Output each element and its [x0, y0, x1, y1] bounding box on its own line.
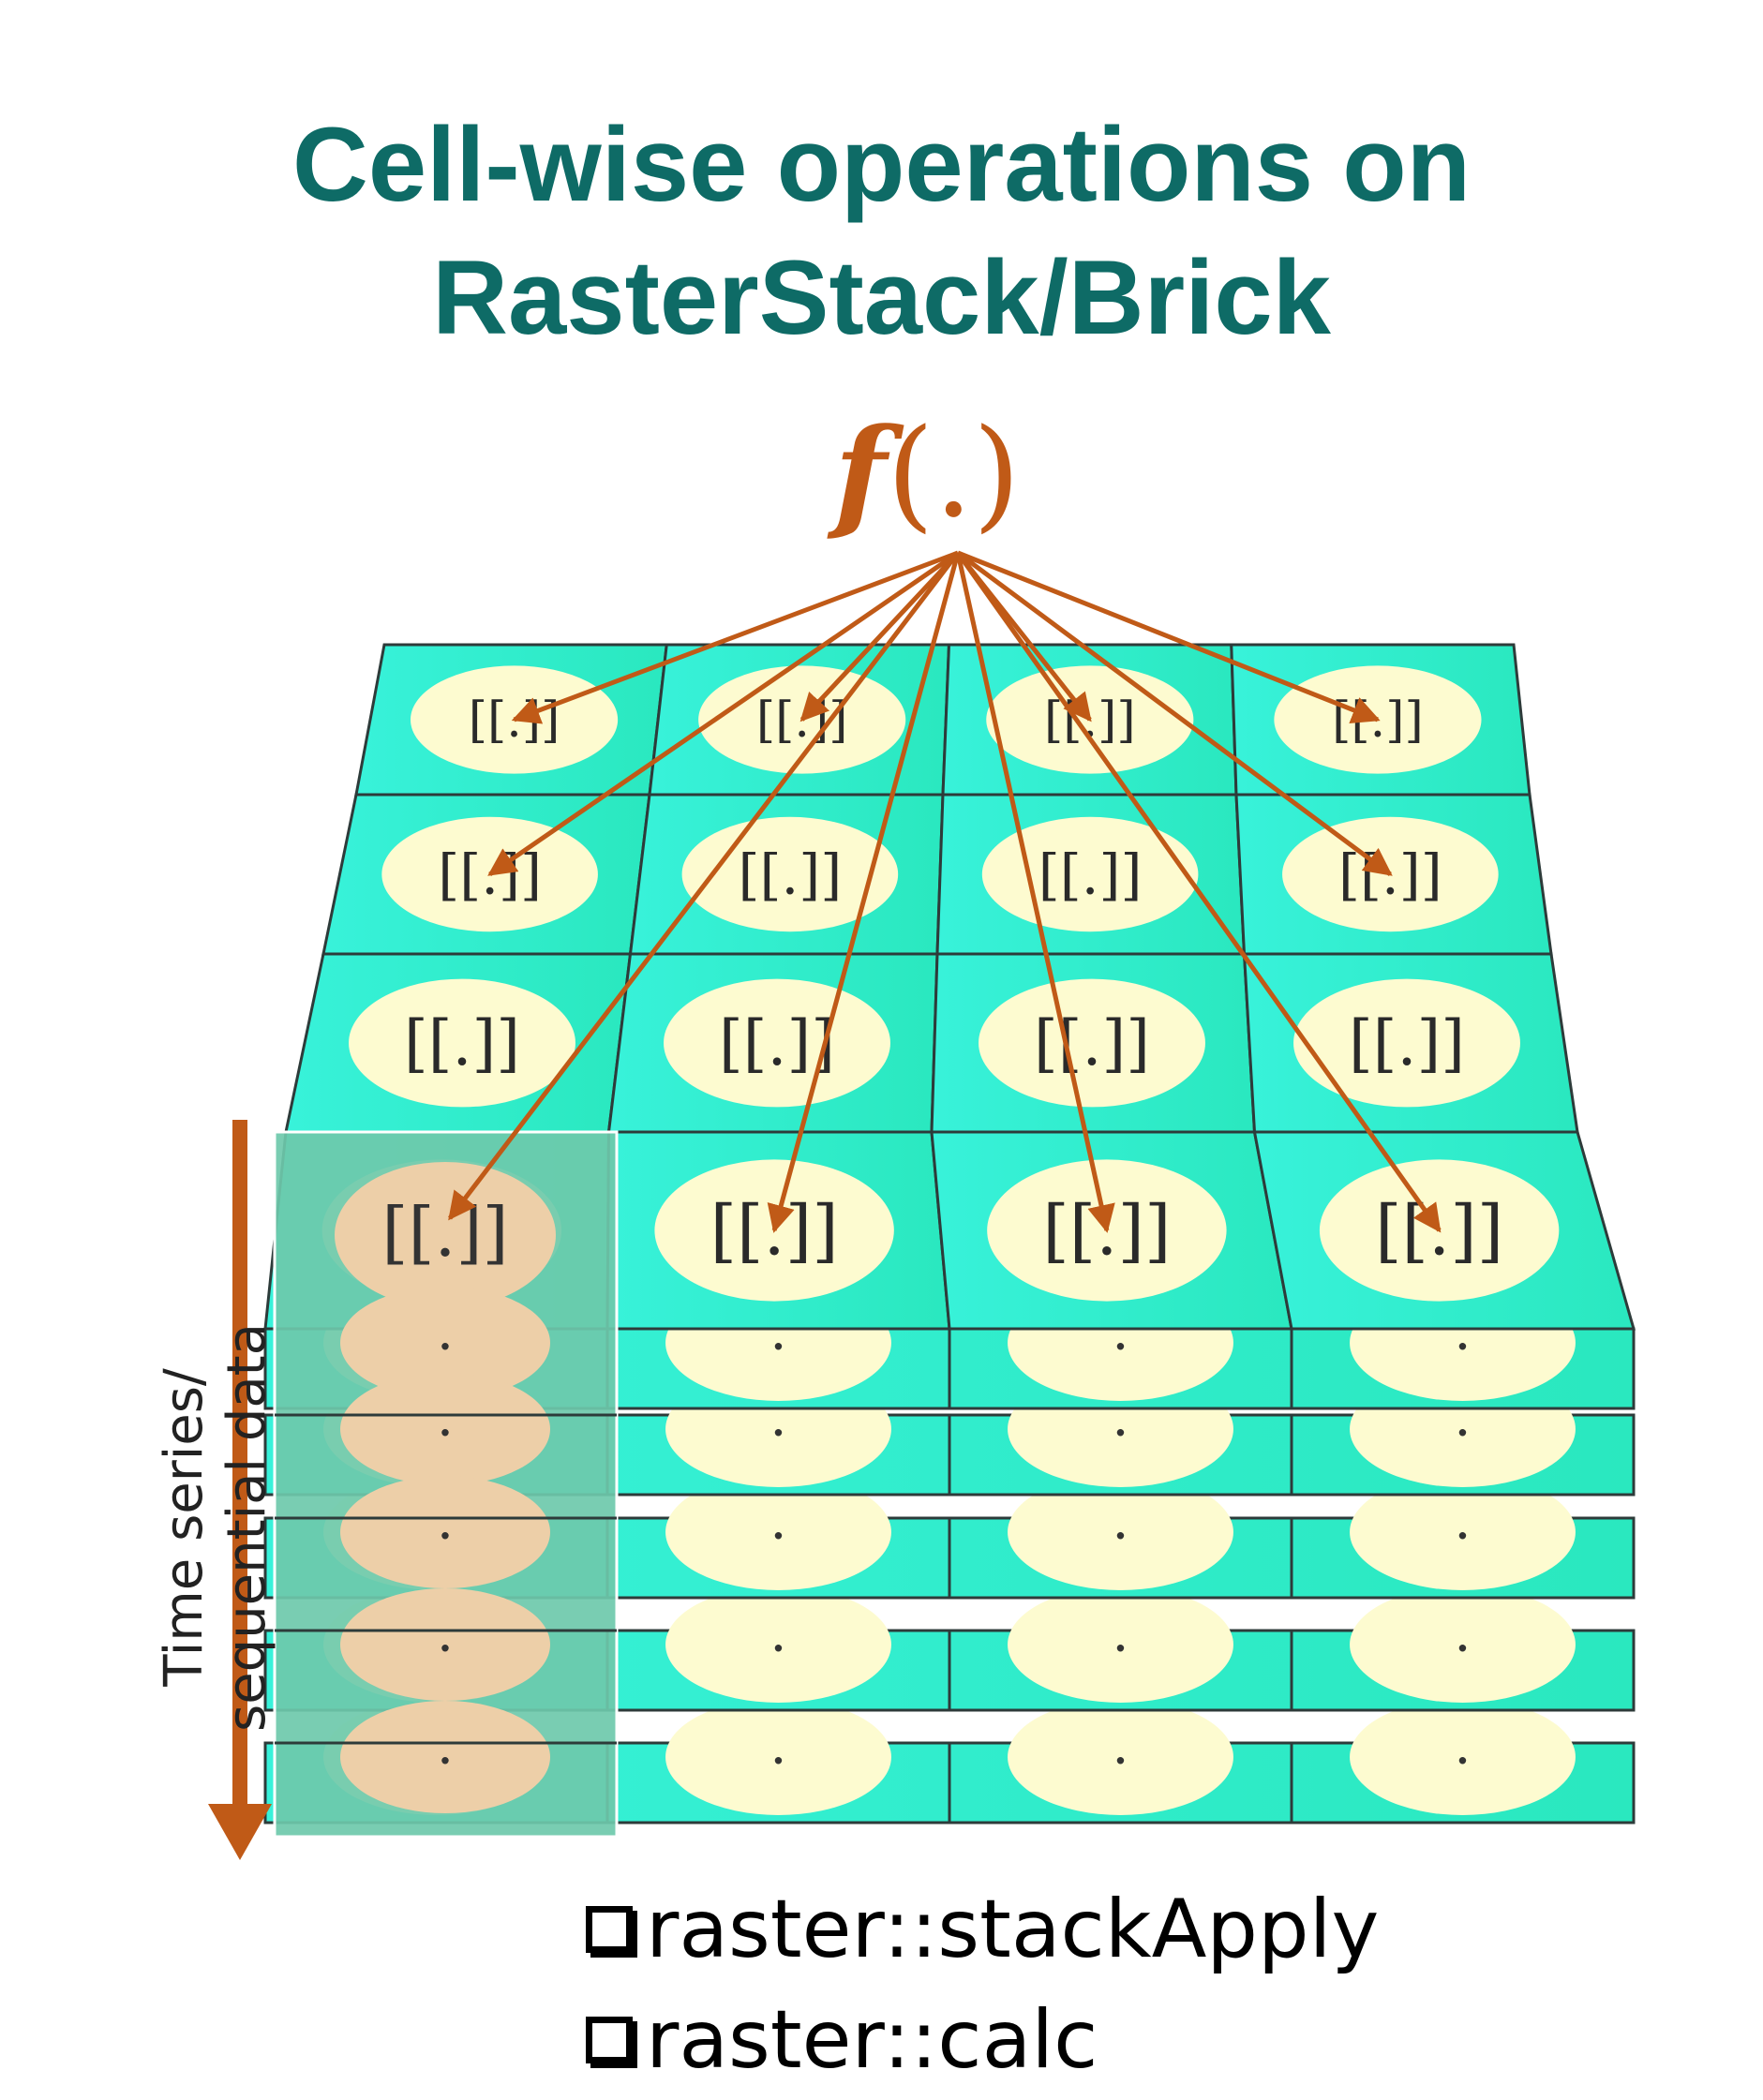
raster-cell: [[.]]	[930, 952, 1257, 1134]
cell-label: [[.]]	[1034, 1007, 1150, 1080]
function-arrow	[955, 551, 1442, 1233]
layer-cell-ellipse	[1008, 1699, 1233, 1815]
checkbox-icon	[586, 2017, 633, 2063]
cell-label: [[.]]	[1038, 842, 1143, 907]
cell-label: [[.]]	[710, 1192, 839, 1272]
title-line-2: RasterStack/Brick	[432, 239, 1331, 356]
raster-cell: [[.]]	[354, 643, 668, 797]
time-series-arrow-head	[208, 1804, 272, 1860]
layer-cell-label: .	[1114, 1401, 1128, 1445]
cell-ellipse	[979, 978, 1205, 1108]
highlight-layer-ellipse	[340, 1287, 550, 1399]
layer-cell-label: .	[1457, 1616, 1470, 1661]
function-name: raster::stackApply	[646, 1883, 1380, 1976]
title-line-1: Cell-wise operations on	[291, 106, 1472, 223]
function-arrow	[957, 550, 1381, 723]
layer-cell-label: .	[1457, 1504, 1470, 1548]
function-args: (.)	[886, 402, 1021, 544]
cell-label: [[.]]	[738, 842, 842, 907]
top-raster-grid: [[.]] [[.]] [[.]] [[.]] [[.]] [[.]] [[.]] [[.]]…	[263, 643, 1636, 1331]
cell-label: [[.]]	[1349, 1007, 1465, 1080]
layer-cell-ellipse	[1350, 1474, 1576, 1590]
raster-cell: [[.]]	[1234, 793, 1553, 956]
cell-label: [[.]]	[719, 1007, 835, 1080]
layer-cell-label: .	[1114, 1616, 1128, 1661]
layer-cell-ellipse	[665, 1474, 891, 1590]
layer-cell-label: .	[772, 1504, 785, 1548]
highlighted-pixel-column: [[.]].....	[273, 1130, 619, 1839]
layer-cell-label: .	[1114, 1504, 1128, 1548]
layer-cell-label: .	[1457, 1729, 1470, 1773]
highlight-layer-label: .	[439, 1616, 452, 1661]
layer-cell-ellipse	[665, 1586, 891, 1703]
raster-cell: [[.]]	[935, 793, 1247, 956]
cell-ellipse	[349, 978, 575, 1108]
cell-label: [[.]]	[1338, 842, 1442, 907]
layer-cell-ellipse	[665, 1699, 891, 1815]
layer-cell-ellipse	[1008, 1586, 1233, 1703]
function-arrow	[767, 552, 961, 1233]
raster-cell: [[.]]	[628, 793, 945, 956]
highlight-layer-ellipse	[340, 1701, 550, 1813]
function-arrows	[448, 550, 1442, 1233]
layer-cell-label: .	[772, 1729, 785, 1773]
highlight-layer-ellipse	[340, 1476, 550, 1588]
cell-label: [[.]]	[756, 693, 848, 749]
cell-label: [[.]]	[1042, 1192, 1171, 1272]
raster-cell: [[.]]	[1242, 952, 1579, 1134]
function-name: raster::calc	[646, 1993, 1098, 2087]
time-series-label-line-2: sequential data	[217, 1323, 277, 1732]
layer-cell-label: .	[1114, 1729, 1128, 1773]
highlight-layer-ellipse	[340, 1373, 550, 1485]
time-series-label-line-1: Time series/	[153, 1368, 215, 1687]
layer-cell-ellipse	[1350, 1586, 1576, 1703]
raster-cell: [[.]]	[605, 1130, 951, 1331]
raster-cell: [[.]]	[648, 643, 951, 797]
raster-cell: [[.]]	[1252, 1130, 1636, 1331]
raster-cell: [[.]]	[321, 793, 651, 956]
raster-cell: [[.]]	[606, 952, 939, 1134]
highlight-layer-label: .	[439, 1729, 452, 1773]
time-series-label: Time series/ sequential data	[153, 1246, 278, 1809]
function-arrow	[956, 550, 1393, 877]
highlight-layer-label: .	[439, 1315, 452, 1359]
layer-cell-label: .	[1457, 1401, 1470, 1445]
highlight-ellipse	[335, 1162, 556, 1308]
function-symbol: f	[834, 401, 887, 544]
layer-cell-ellipse	[1350, 1699, 1576, 1815]
function-arrow	[448, 551, 960, 1221]
cell-label: [[.]]	[404, 1007, 520, 1080]
function-list: raster::stackApply raster::calc	[586, 1874, 1379, 2095]
highlight-layer-label: .	[439, 1504, 452, 1548]
layer-cell-ellipse	[1008, 1474, 1233, 1590]
function-item-calc: raster::calc	[586, 1985, 1379, 2095]
raster-cell: [[.]]	[930, 1130, 1293, 1331]
time-series-arrow	[208, 1120, 272, 1860]
cell-label: [[.]]	[469, 693, 560, 749]
highlight-layer-label: .	[439, 1401, 452, 1445]
cell-label: [[.]]	[1375, 1192, 1503, 1272]
function-label: f(.)	[834, 412, 1106, 535]
function-arrow	[799, 551, 960, 722]
highlight-cell-label: [[.]]	[381, 1193, 508, 1272]
layer-cell-label: .	[772, 1401, 785, 1445]
function-item-stackapply: raster::stackApply	[586, 1874, 1379, 1985]
raster-cell: [[.]]	[1230, 643, 1531, 797]
cell-ellipse	[1293, 978, 1520, 1108]
layer-cell-label: .	[772, 1616, 785, 1661]
raster-cell: [[.]]	[284, 952, 633, 1134]
function-arrow	[487, 550, 960, 877]
function-arrow	[511, 550, 959, 724]
checkbox-icon	[586, 1906, 633, 1953]
function-arrow	[955, 552, 1115, 1233]
highlight-layer-ellipse	[340, 1588, 550, 1701]
cell-label: [[.]]	[1332, 693, 1424, 749]
